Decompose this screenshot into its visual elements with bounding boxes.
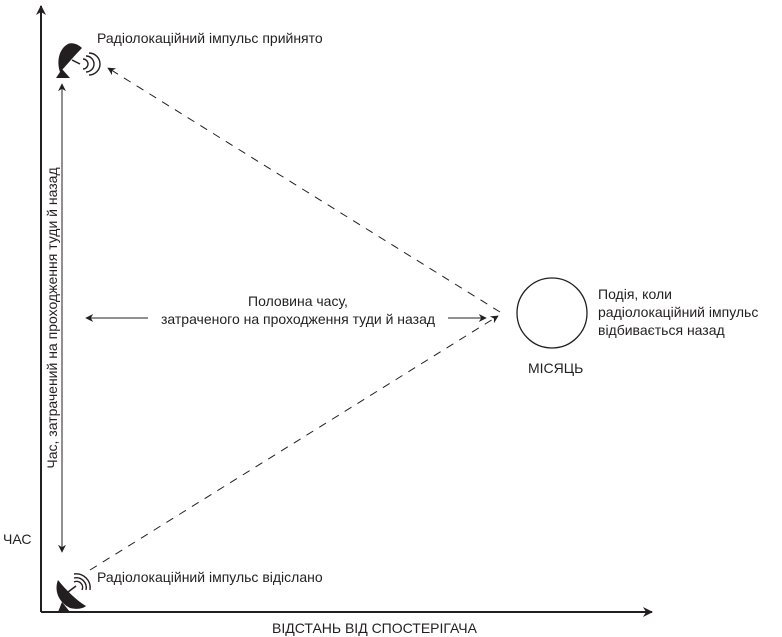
return-pulse-path (107, 67, 501, 313)
distance-axis-label: ВІДСТАНЬ ВІД СПОСТЕРІГАЧА (272, 620, 477, 636)
round-trip-time-label: Час, затрачений на проходження туди й на… (44, 161, 60, 475)
moon-circle-icon (516, 277, 588, 349)
reflection-event-line-3: відбивається назад (598, 322, 725, 338)
radar-dish-sent-icon (56, 573, 91, 612)
time-axis-label: ЧАС (3, 531, 32, 547)
half-time-label-line-2: затраченого на проходження туди й назад (160, 311, 436, 327)
pulse-sent-label: Радіолокаційний імпульс відіслано (97, 569, 323, 585)
outgoing-pulse-path (89, 315, 499, 571)
radar-dish-received-icon (56, 43, 101, 78)
moon-label: МІСЯЦЬ (528, 360, 584, 376)
half-time-label-line-1: Половина часу, (248, 293, 348, 309)
pulse-received-label: Радіолокаційний імпульс прийнято (97, 30, 323, 46)
half-time-label: Половина часу, затраченого на проходженн… (150, 292, 446, 328)
reflection-event-line-1: Подія, коли (598, 286, 672, 302)
reflection-event-label: Подія, коли радіолокаційний імпульс відб… (598, 285, 758, 339)
reflection-event-line-2: радіолокаційний імпульс (598, 304, 759, 320)
